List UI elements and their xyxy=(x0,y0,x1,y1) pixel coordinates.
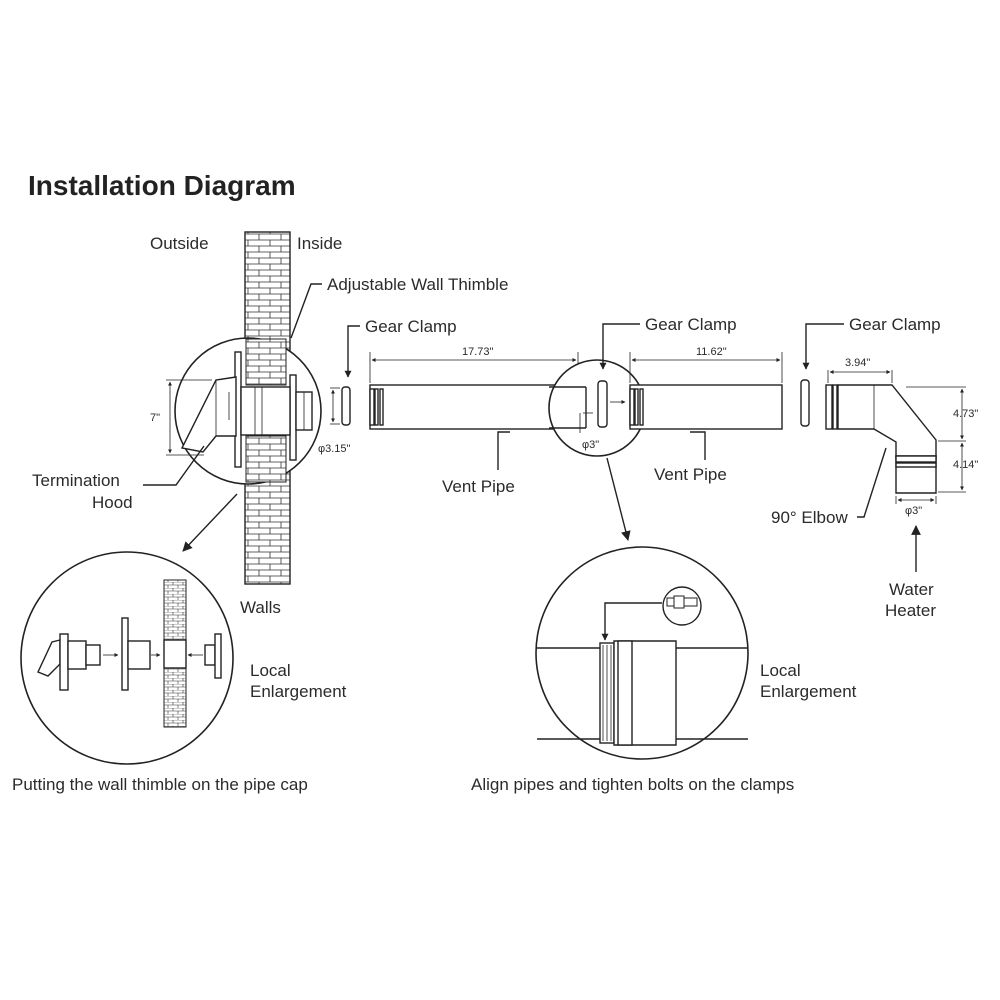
dim-elbow-width: 3.94" xyxy=(845,357,870,369)
local-enlargement-1-line2: Enlargement xyxy=(250,682,347,701)
page-title: Installation Diagram xyxy=(28,170,296,201)
termination-hood-label-line1: Termination xyxy=(32,471,120,490)
walls-label: Walls xyxy=(240,598,281,617)
dim-pipe1-length: 17.73" xyxy=(462,346,494,358)
elbow-label: 90° Elbow xyxy=(771,508,848,527)
adjustable-wall-thimble-label: Adjustable Wall Thimble xyxy=(327,275,508,294)
dim-hood-height: 7" xyxy=(150,412,160,424)
hood-detail-circle xyxy=(174,337,322,485)
vent-pipe-1-label: Vent Pipe xyxy=(442,477,515,496)
dim-pipe-diameter: φ3" xyxy=(582,439,599,451)
gear-clamp-3-leader xyxy=(802,323,844,370)
gear-clamp-1 xyxy=(341,386,351,426)
dim-elbow-upper: 4.73" xyxy=(953,408,978,420)
enlargement-circle-1 xyxy=(20,551,234,765)
vent-pipe-1-leader xyxy=(497,431,510,470)
vent-pipe-2-label: Vent Pipe xyxy=(654,465,727,484)
gear-clamp-2-leader xyxy=(599,323,640,370)
termination-hood-leader xyxy=(143,445,205,486)
wall-thimble-leader xyxy=(290,283,322,339)
dim-hood-diameter: φ3.15" xyxy=(318,443,351,455)
inside-label: Inside xyxy=(297,234,342,253)
elbow xyxy=(825,384,937,494)
gear-clamp-1-leader xyxy=(344,325,360,378)
dim-pipe2-length: 11.62" xyxy=(696,346,727,358)
local-enlargement-2-line1: Local xyxy=(760,661,801,680)
dim-elbow-diameter: φ3" xyxy=(905,505,922,517)
enlargement-circle-2 xyxy=(535,546,749,760)
vent-pipe-2 xyxy=(629,384,783,430)
enlargement-arrow-1 xyxy=(182,493,238,552)
gear-clamp-3 xyxy=(800,379,810,427)
elbow-leader xyxy=(857,447,887,518)
local-enlargement-2-line2: Enlargement xyxy=(760,682,857,701)
gear-clamp-3-label: Gear Clamp xyxy=(849,315,941,334)
outside-label: Outside xyxy=(150,234,209,253)
enlargement-arrow-2 xyxy=(606,457,631,541)
water-heater-label-line1: Water xyxy=(889,580,934,599)
gear-clamp-1-label: Gear Clamp xyxy=(365,317,457,336)
vent-pipe-2-leader xyxy=(690,431,706,460)
local-enlargement-1-line1: Local xyxy=(250,661,291,680)
gear-clamp-2-label: Gear Clamp xyxy=(645,315,737,334)
water-heater-label-line2: Heater xyxy=(885,601,936,620)
caption-left: Putting the wall thimble on the pipe cap xyxy=(12,775,308,794)
dim-elbow-lower: 4.14" xyxy=(953,459,978,471)
termination-hood-label-line2: Hood xyxy=(92,493,133,512)
caption-right: Align pipes and tighten bolts on the cla… xyxy=(471,775,794,794)
